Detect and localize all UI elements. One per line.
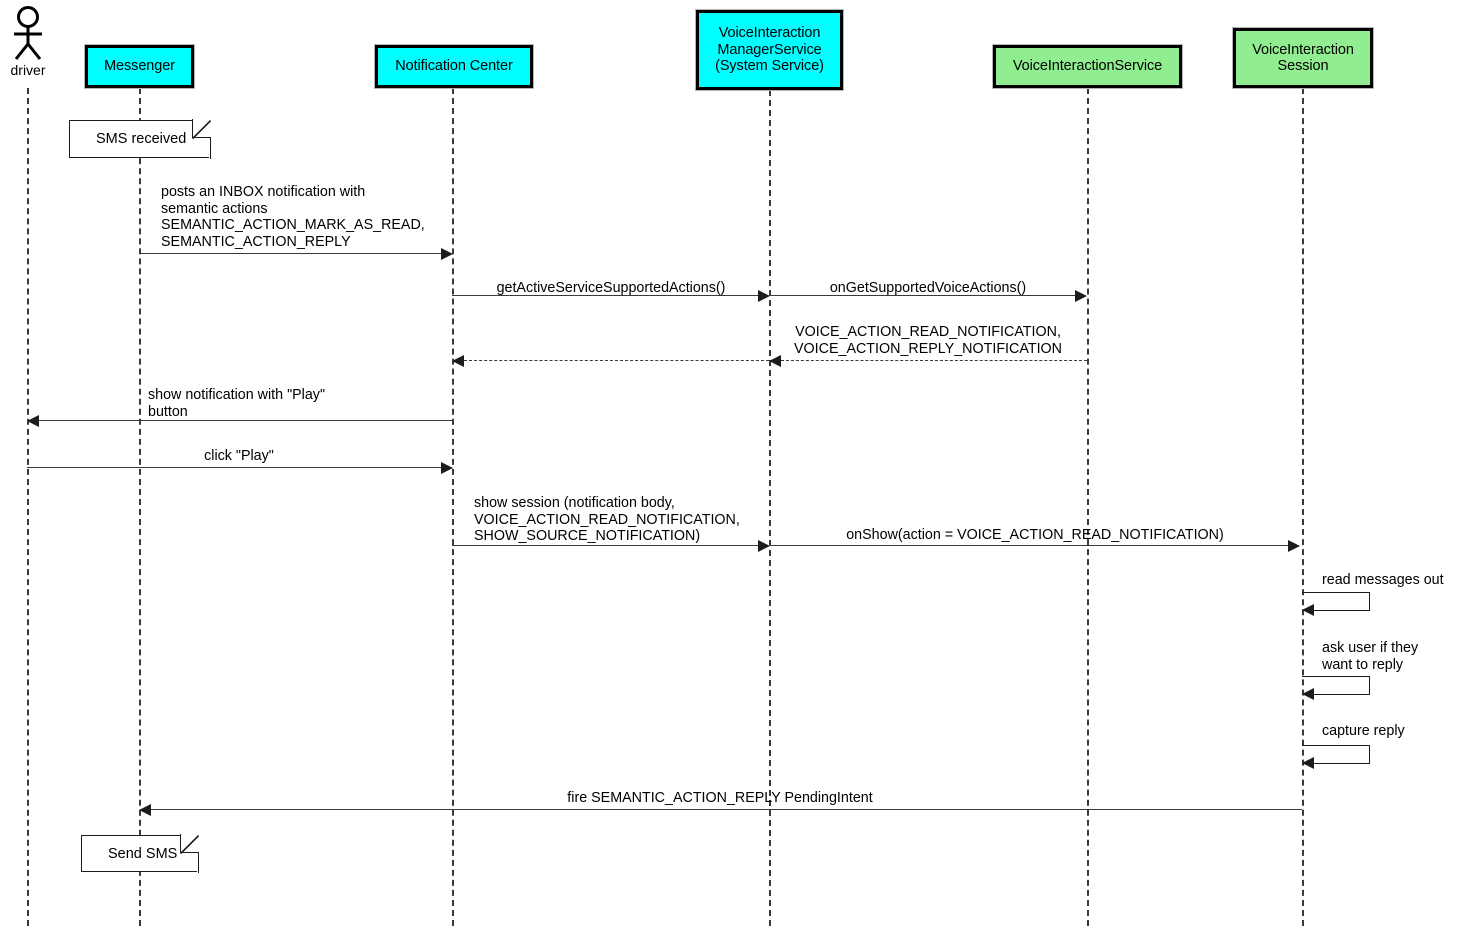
message-get-active-service-supported-actions-line bbox=[452, 295, 760, 296]
self-call-capture-reply-label: capture reply bbox=[1322, 723, 1405, 739]
message-click-play-arrowhead bbox=[441, 461, 453, 474]
participant-voice-interaction-manager-service[interactable]: VoiceInteraction ManagerService (System … bbox=[695, 9, 844, 91]
message-show-notification-arrowhead bbox=[27, 414, 39, 427]
message-on-get-supported-voice-actions-arrowhead bbox=[1075, 289, 1087, 302]
participant-messenger-label: Messenger bbox=[104, 58, 175, 75]
message-on-show-line bbox=[769, 545, 1290, 546]
note-fold-corner bbox=[179, 834, 199, 854]
message-fire-pending-intent-arrowhead bbox=[139, 803, 151, 816]
note-sms-received: SMS received bbox=[69, 119, 211, 159]
self-call-capture-reply-box bbox=[1302, 745, 1370, 764]
self-call-ask-user-reply-arrowhead bbox=[1302, 688, 1314, 700]
lifeline-vims bbox=[769, 90, 771, 926]
participant-messenger[interactable]: Messenger bbox=[84, 44, 195, 89]
message-return-actions-to-notifcenter-line bbox=[464, 360, 769, 361]
message-get-active-service-supported-actions-label: getActiveServiceSupportedActions() bbox=[496, 280, 726, 296]
message-fire-pending-intent-label: fire SEMANTIC_ACTION_REPLY PendingIntent bbox=[567, 790, 873, 806]
self-call-read-messages-out-arrowhead bbox=[1302, 604, 1314, 616]
note-fold-diagonal bbox=[192, 120, 211, 139]
message-on-get-supported-voice-actions-line bbox=[769, 295, 1077, 296]
message-return-actions-to-notifcenter-arrowhead bbox=[452, 354, 464, 367]
lifeline-notification-center bbox=[452, 88, 454, 926]
message-fire-pending-intent-line bbox=[151, 809, 1302, 810]
self-call-read-messages-out-label: read messages out bbox=[1322, 572, 1444, 588]
participant-notification-center-label: Notification Center bbox=[395, 58, 513, 75]
participant-voice-interaction-service[interactable]: VoiceInteractionService bbox=[992, 44, 1183, 89]
message-show-session-line bbox=[452, 545, 760, 546]
message-post-notification-line bbox=[139, 253, 442, 254]
lifeline-voice-interaction-service bbox=[1087, 88, 1089, 926]
participant-voice-interaction-session[interactable]: VoiceInteraction Session bbox=[1232, 27, 1374, 89]
lifeline-voice-interaction-session bbox=[1302, 88, 1304, 926]
participant-notification-center[interactable]: Notification Center bbox=[374, 44, 534, 89]
message-on-show-label: onShow(action = VOICE_ACTION_READ_NOTIFI… bbox=[846, 527, 1224, 543]
actor-label: driver bbox=[10, 62, 46, 78]
note-right-edge bbox=[197, 852, 199, 873]
participant-vims-label: VoiceInteraction ManagerService (System … bbox=[715, 25, 824, 75]
lifeline-driver bbox=[27, 88, 29, 926]
message-return-voice-actions-label: VOICE_ACTION_READ_NOTIFICATION, VOICE_AC… bbox=[794, 324, 1062, 357]
message-on-get-supported-voice-actions-label: onGetSupportedVoiceActions() bbox=[829, 280, 1027, 296]
note-fold-diagonal bbox=[180, 835, 199, 854]
self-call-capture-reply-arrowhead bbox=[1302, 757, 1314, 769]
message-show-session-arrowhead bbox=[758, 539, 770, 552]
note-send-sms-text: Send SMS bbox=[108, 845, 178, 862]
message-get-active-service-supported-actions-arrowhead bbox=[758, 289, 770, 302]
self-call-ask-user-reply-box bbox=[1302, 676, 1370, 695]
participant-voice-interaction-session-label: VoiceInteraction Session bbox=[1252, 41, 1354, 75]
message-return-voice-actions-line bbox=[781, 360, 1087, 361]
message-post-notification-label: posts an INBOX notification with semanti… bbox=[161, 184, 425, 250]
note-send-sms: Send SMS bbox=[81, 834, 199, 873]
self-call-ask-user-reply-label: ask user if they want to reply bbox=[1322, 640, 1419, 673]
message-on-show-arrowhead bbox=[1288, 539, 1300, 552]
message-show-notification-label: show notification with "Play" button bbox=[148, 387, 326, 420]
message-show-session-label: show session (notification body, VOICE_A… bbox=[474, 495, 740, 544]
note-fold-corner bbox=[191, 119, 211, 139]
participant-voice-interaction-service-label: VoiceInteractionService bbox=[1012, 58, 1163, 75]
message-click-play-label: click "Play" bbox=[204, 448, 274, 464]
actor-driver[interactable]: driver bbox=[8, 6, 48, 86]
message-return-voice-actions-arrowhead bbox=[769, 354, 781, 367]
message-click-play-line bbox=[27, 467, 441, 468]
lifeline-messenger bbox=[139, 88, 141, 926]
message-show-notification-line bbox=[39, 420, 452, 421]
self-call-read-messages-out-box bbox=[1302, 592, 1370, 611]
stick-figure-icon bbox=[14, 6, 42, 60]
note-right-edge bbox=[209, 137, 211, 159]
message-post-notification-arrowhead bbox=[441, 247, 453, 260]
note-sms-received-text: SMS received bbox=[96, 131, 187, 147]
